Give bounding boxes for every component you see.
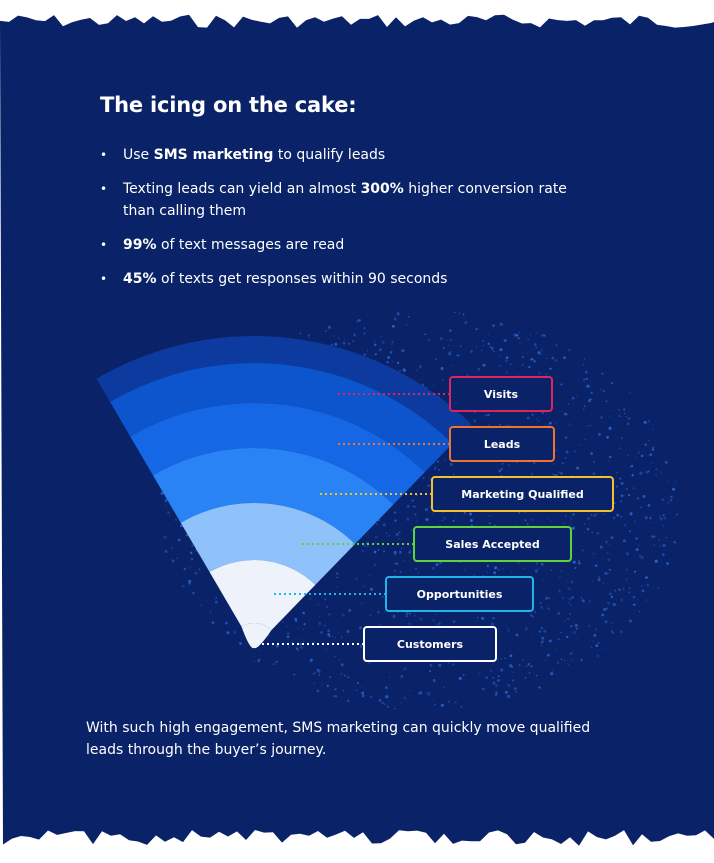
- funnel-stage-label: Leads: [449, 426, 555, 462]
- connector-lines: [262, 393, 449, 645]
- funnel-stage-label: Marketing Qualified: [431, 476, 614, 512]
- funnel-band-3: [130, 402, 425, 505]
- funnel-band-6: [209, 560, 316, 631]
- funnel-stage-label: Visits: [449, 376, 553, 412]
- funnel-bands: [96, 336, 472, 649]
- funnel-band-2: [110, 362, 453, 473]
- footer-text: With such high engagement, SMS marketing…: [86, 720, 591, 758]
- bullet-list: Use SMS marketing to qualify leads Texti…: [100, 144, 600, 290]
- funnel-band-1: [96, 336, 472, 444]
- bullet-item: Use SMS marketing to qualify leads: [100, 144, 600, 166]
- funnel-stage-label: Customers: [363, 626, 497, 662]
- section-title: The icing on the cake:: [100, 93, 357, 117]
- bullet-item: 45% of texts get responses within 90 sec…: [100, 268, 600, 290]
- funnel-tip: [241, 623, 272, 649]
- bullet-item: 99% of text messages are read: [100, 234, 600, 256]
- funnel-stage-label: Sales Accepted: [413, 526, 572, 562]
- funnel-stage-label: Opportunities: [385, 576, 534, 612]
- funnel-band-5: [180, 503, 356, 585]
- bullet-item: Texting leads can yield an almost 300% h…: [100, 178, 600, 222]
- funnel-band-4: [153, 447, 394, 544]
